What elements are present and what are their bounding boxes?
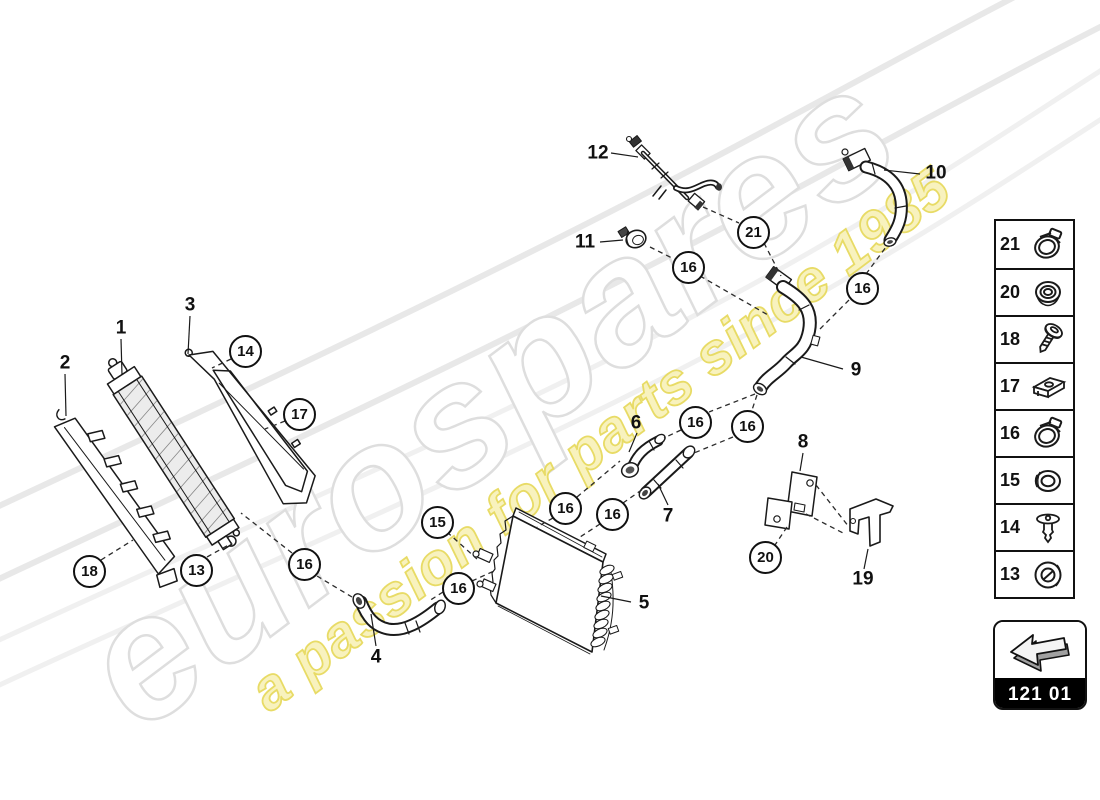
part-5-radiator[interactable] <box>472 507 624 655</box>
part-label-1[interactable]: 1 <box>115 317 127 339</box>
part-2-air-guide[interactable] <box>48 396 193 591</box>
part-label-6[interactable]: 6 <box>630 412 642 434</box>
sidebar-row-number: 18 <box>1000 329 1021 349</box>
part-label-19[interactable]: 19 <box>852 568 874 590</box>
watermark-brand: eurospares <box>46 30 933 766</box>
callout-16[interactable]: 16 <box>679 406 712 439</box>
expanding-rivet-icon <box>1036 513 1060 543</box>
part-label-2[interactable]: 2 <box>59 352 71 374</box>
callout-16[interactable]: 16 <box>442 572 475 605</box>
label-leader-lines <box>64 152 921 647</box>
part-12-pipe-assembly[interactable] <box>625 135 723 211</box>
callout-16[interactable]: 16 <box>549 492 582 525</box>
part-9-hose[interactable] <box>751 265 821 397</box>
sidebar-row-21[interactable]: 21 <box>996 221 1073 268</box>
callout-13[interactable]: 13 <box>180 554 213 587</box>
callout-15[interactable]: 15 <box>421 506 454 539</box>
bushing-icon <box>1034 469 1061 492</box>
callout-14[interactable]: 14 <box>229 335 262 368</box>
sidebar-row-number: 15 <box>1000 470 1021 490</box>
sidebar-row-number: 20 <box>1000 282 1021 302</box>
screw-icon <box>1039 322 1063 353</box>
callout-20[interactable]: 20 <box>749 541 782 574</box>
direction-arrow-icon <box>995 622 1085 678</box>
part-label-12[interactable]: 12 <box>587 142 609 164</box>
part-8-bracket[interactable] <box>764 471 818 530</box>
sidebar-row-15[interactable]: 15 <box>996 456 1073 503</box>
sidebar-row-14[interactable]: 14 <box>996 503 1073 550</box>
part-6-elbow-connector[interactable] <box>620 433 667 480</box>
diagram-code: 121 01 <box>1007 684 1073 705</box>
callout-16[interactable]: 16 <box>731 410 764 443</box>
clip-nut-icon <box>1031 376 1067 398</box>
sidebar-row-16[interactable]: 16 <box>996 409 1073 456</box>
callout-21[interactable]: 21 <box>737 216 770 249</box>
callout-16[interactable]: 16 <box>596 498 629 531</box>
part-19-clip-bracket[interactable] <box>849 498 894 547</box>
part-3-frame[interactable] <box>184 326 329 514</box>
callout-16[interactable]: 16 <box>288 548 321 581</box>
part-label-3[interactable]: 3 <box>184 294 196 316</box>
diagram-code-band: 121 01 <box>995 678 1085 708</box>
hose-clamp-icon <box>1034 416 1063 448</box>
diagram-code-box: 121 01 <box>993 620 1087 710</box>
part-label-4[interactable]: 4 <box>370 646 382 668</box>
part-label-10[interactable]: 10 <box>925 162 947 184</box>
dashed-leader-lines <box>100 206 887 602</box>
part-label-11[interactable]: 11 <box>574 231 596 253</box>
part-label-7[interactable]: 7 <box>662 505 674 527</box>
cap-nut-icon <box>1035 280 1061 306</box>
callout-16[interactable]: 16 <box>672 251 705 284</box>
part-10-hose[interactable] <box>841 147 908 247</box>
hardware-sidebar: 21 20 18 <box>994 219 1075 599</box>
sidebar-row-number: 16 <box>1000 423 1021 443</box>
sidebar-row-number: 13 <box>1000 564 1021 584</box>
sidebar-row-number: 14 <box>1000 517 1021 537</box>
sidebar-row-18[interactable]: 18 <box>996 315 1073 362</box>
part-7-pipe[interactable] <box>637 444 697 501</box>
callout-16[interactable]: 16 <box>846 272 879 305</box>
part-11-sensor[interactable] <box>617 226 648 251</box>
part-4-elbow-hose[interactable] <box>351 592 447 637</box>
grommet-icon <box>1034 561 1062 588</box>
part-label-5[interactable]: 5 <box>638 592 650 614</box>
callout-17[interactable]: 17 <box>283 398 316 431</box>
sidebar-row-number: 17 <box>1000 376 1021 396</box>
hose-clamp-icon <box>1034 227 1063 259</box>
part-label-9[interactable]: 9 <box>850 359 862 381</box>
sidebar-row-17[interactable]: 17 <box>996 362 1073 409</box>
callout-18[interactable]: 18 <box>73 555 106 588</box>
part-label-8[interactable]: 8 <box>797 431 809 453</box>
sidebar-row-number: 21 <box>1000 234 1021 254</box>
sidebar-row-13[interactable]: 13 <box>996 550 1073 597</box>
sidebar-row-20[interactable]: 20 <box>996 268 1073 315</box>
